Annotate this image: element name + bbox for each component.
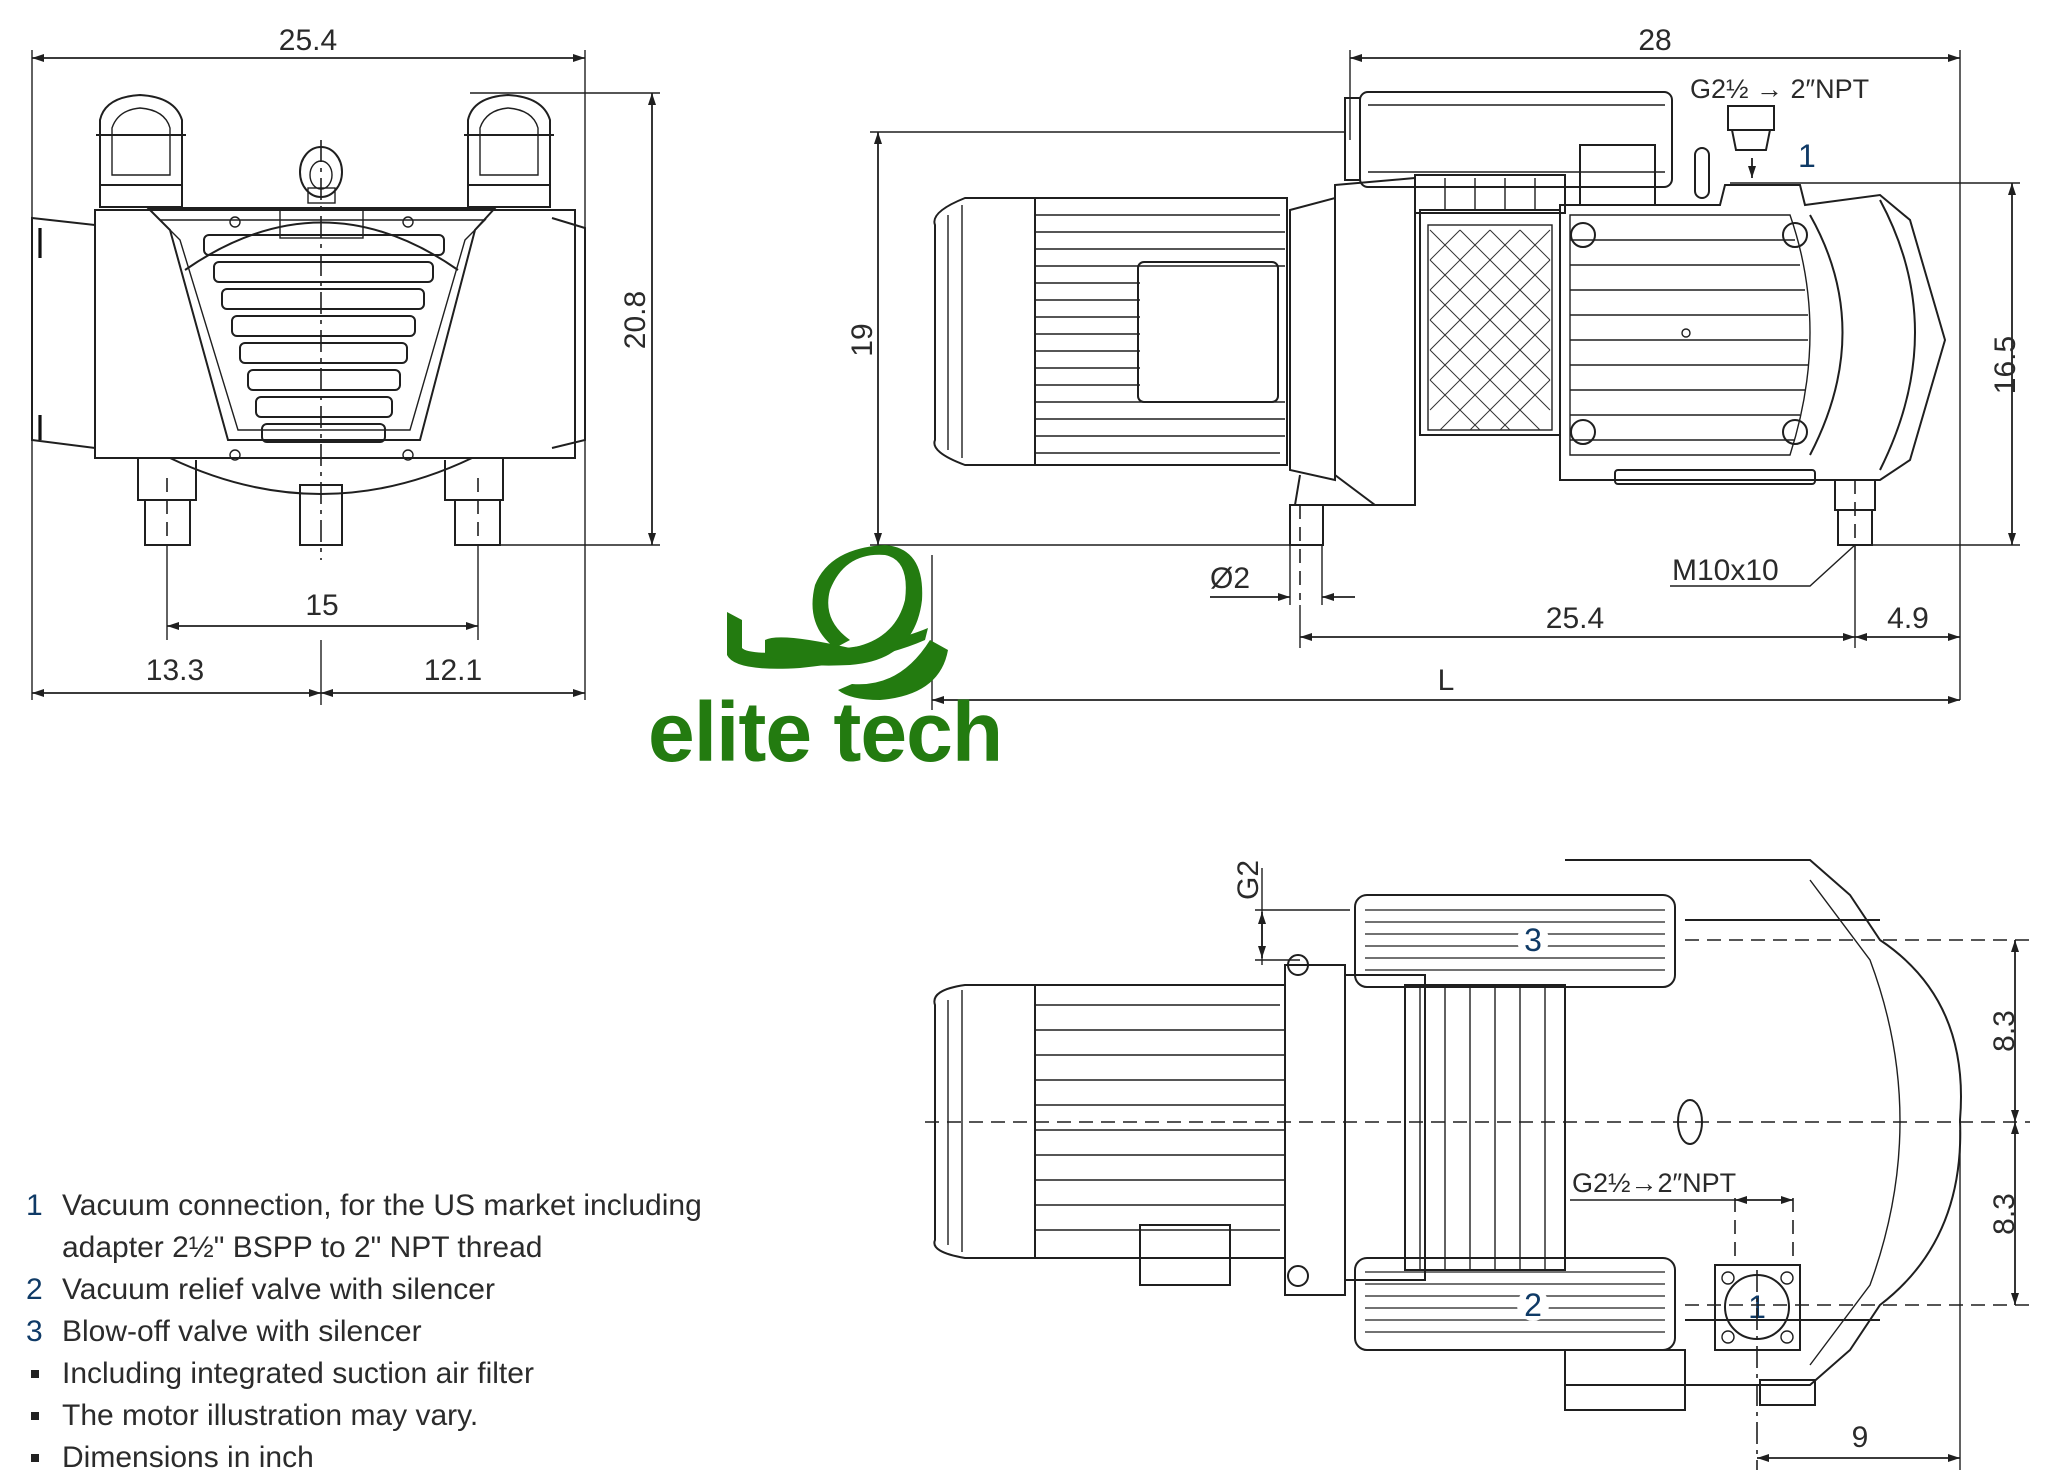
dim-lower-offset: 8.3 <box>1988 1193 2021 1235</box>
legend-marker: 3 <box>26 1315 43 1348</box>
plan-motor-fins <box>1035 1004 1285 1231</box>
blow-off-silencer <box>1354 894 1676 988</box>
legend-text: The motor illustration may vary. <box>62 1399 479 1432</box>
side-view: 28 19 16.5 <box>846 24 2022 710</box>
dim-side-height: 19 <box>846 323 879 356</box>
vent-slots <box>203 234 445 443</box>
top-callout-2: 2 <box>1524 1287 1542 1323</box>
top-inlet-label: G2½→2″NPT <box>1572 1168 1736 1198</box>
legend-text: Blow-off valve with silencer <box>62 1315 422 1348</box>
legend-item-1-cont: adapter 2½" BSPP to 2" NPT thread <box>26 1227 702 1269</box>
elite-tech-logo-icon <box>727 545 948 700</box>
legend-item-2: 2 Vacuum relief valve with silencer <box>26 1269 702 1311</box>
front-view: 25.4 20.8 <box>31 24 660 705</box>
dim-front-width: 25.4 <box>279 24 337 57</box>
legend-note-filter: Including integrated suction air filter <box>26 1353 702 1395</box>
dim-foot-diameter: Ø2 <box>1210 562 1250 595</box>
legend-text: Vacuum connection, for the US market inc… <box>62 1189 702 1222</box>
vacuum-relief-silencer <box>1354 1257 1676 1351</box>
dim-upper-offset: 8.3 <box>1988 1010 2021 1052</box>
legend-text: Dimensions in inch <box>62 1441 314 1474</box>
legend-marker: 2 <box>26 1273 43 1306</box>
legend-note-motor: The motor illustration may vary. <box>26 1395 702 1437</box>
dim-side-foot-spacing: 25.4 <box>1546 602 1604 635</box>
legend-text: Vacuum relief valve with silencer <box>62 1273 495 1306</box>
dim-side-overall: 28 <box>1638 24 1671 57</box>
filter-mesh <box>1429 229 1551 431</box>
dim-side-inlet-height: 16.5 <box>1989 336 2022 394</box>
legend-text: adapter 2½" BSPP to 2" NPT thread <box>62 1231 543 1264</box>
dim-front-height: 20.8 <box>619 291 652 349</box>
side-inlet-label: G2½ → 2″NPT <box>1690 74 1869 104</box>
dim-g2: G2 <box>1232 860 1265 900</box>
side-callout-1: 1 <box>1798 138 1816 174</box>
dim-inlet-to-end: 9 <box>1852 1421 1869 1454</box>
bullet-icon <box>26 1395 62 1437</box>
legend-item-3: 3 Blow-off valve with silencer <box>26 1311 702 1353</box>
dim-front-foot-spacing: 15 <box>305 589 338 622</box>
motor-fins <box>1035 214 1285 454</box>
pump-fins <box>1570 239 1808 441</box>
dim-length: L <box>1438 664 1455 697</box>
bullet-icon <box>26 1437 62 1479</box>
legend-note-units: Dimensions in inch <box>26 1437 702 1479</box>
legend-item-1: 1 Vacuum connection, for the US market i… <box>26 1185 702 1227</box>
legend: 1 Vacuum connection, for the US market i… <box>26 1185 702 1479</box>
dim-front-right: 12.1 <box>424 654 482 687</box>
top-view: G2 <box>925 859 2030 1470</box>
top-callout-3: 3 <box>1524 922 1542 958</box>
bullet-icon <box>26 1353 62 1395</box>
legend-marker: 1 <box>26 1189 43 1222</box>
elite-tech-logo-text: elite tech <box>648 685 1003 779</box>
top-callout-1: 1 <box>1748 1289 1766 1325</box>
dim-foot-thread: M10x10 <box>1672 554 1779 587</box>
dim-side-foot-end: 4.9 <box>1887 602 1929 635</box>
dim-front-left: 13.3 <box>146 654 204 687</box>
legend-text: Including integrated suction air filter <box>62 1357 534 1390</box>
